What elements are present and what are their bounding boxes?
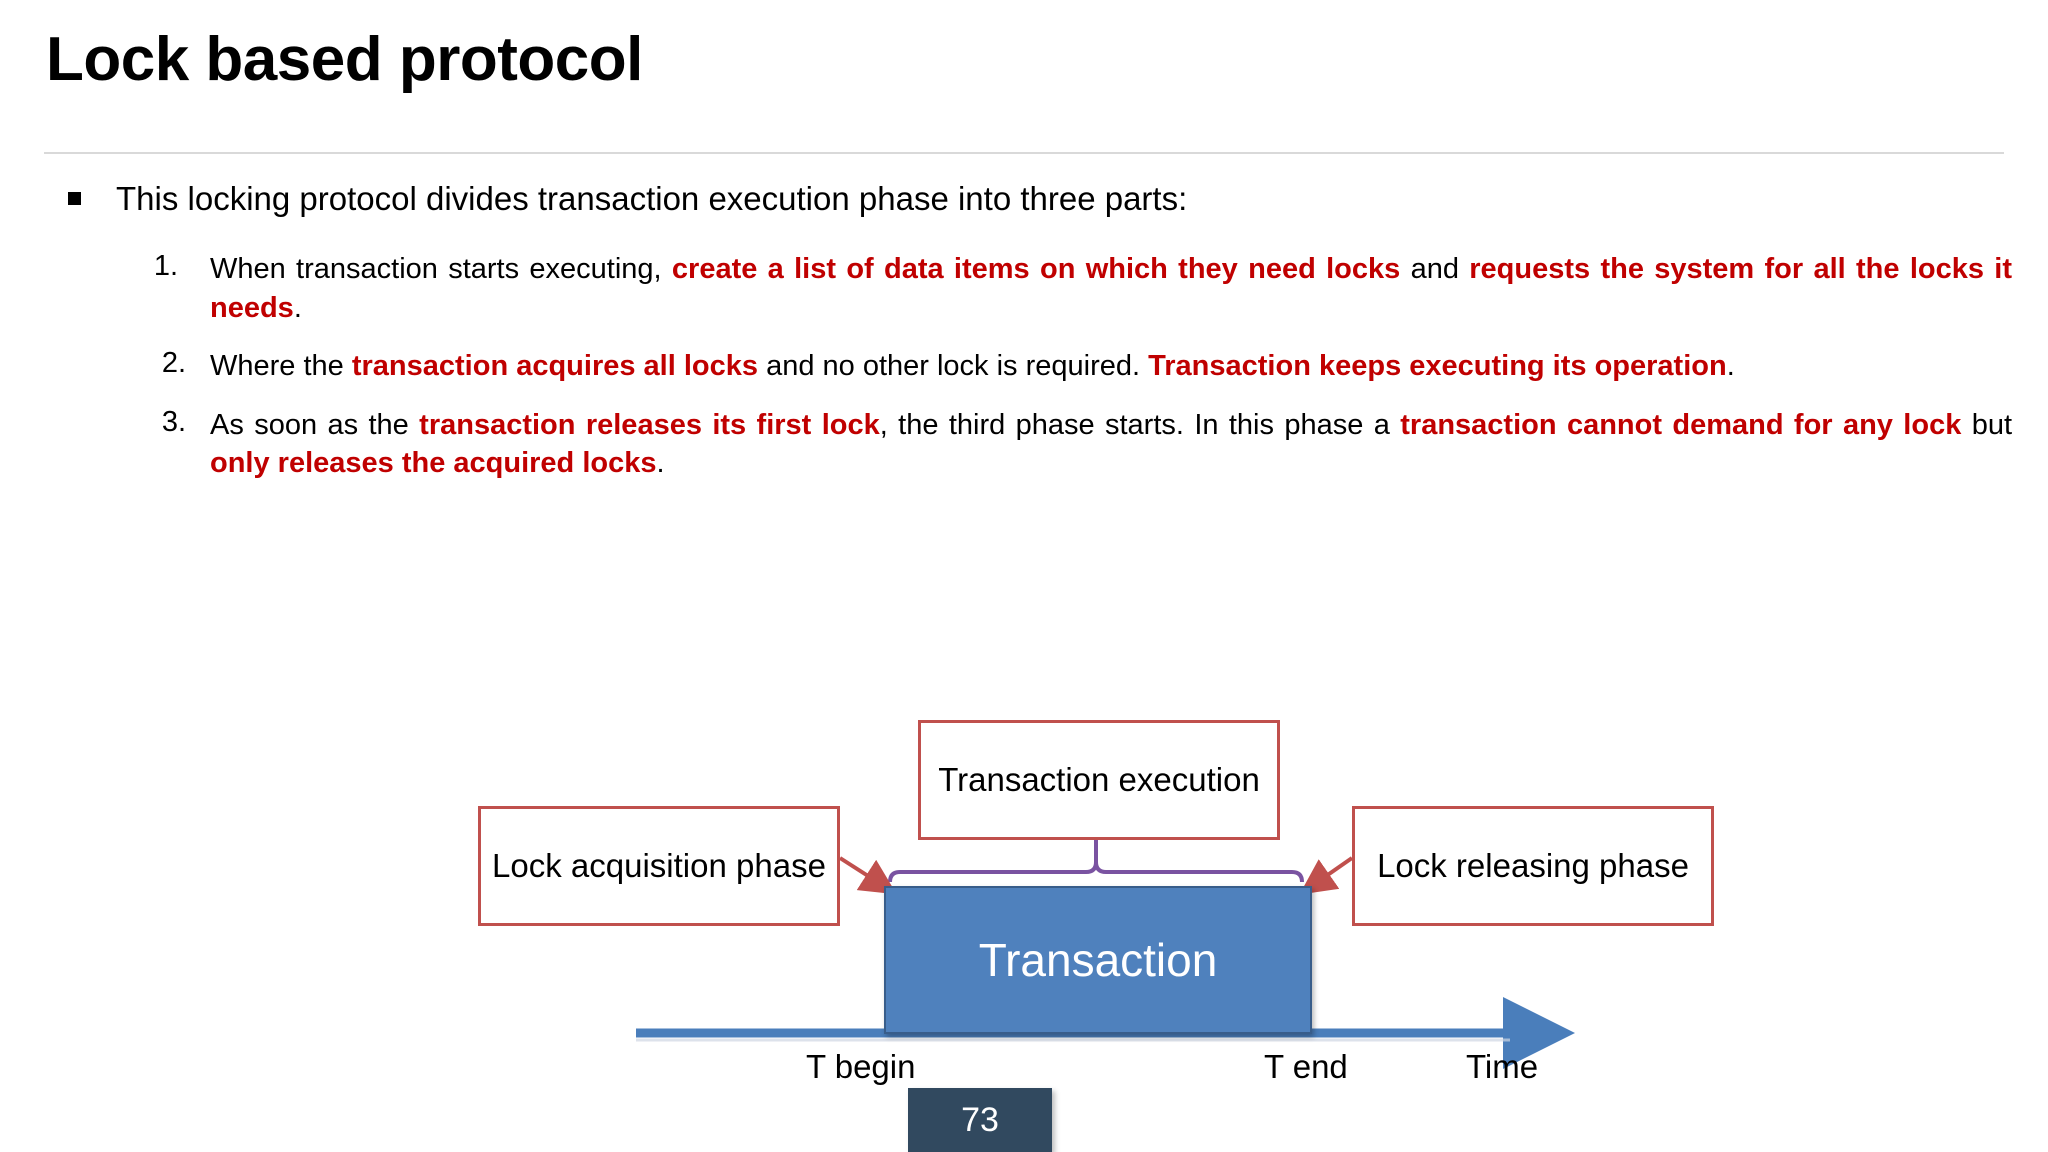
- callout-lock-releasing-phase: Lock releasing phase: [1352, 806, 1714, 926]
- axis-label-t-begin: T begin: [806, 1048, 916, 1085]
- slide-body: This locking protocol divides transactio…: [0, 178, 2048, 483]
- highlighted-run: only releases the acquired locks: [210, 447, 657, 480]
- timeline-axis: [636, 997, 1575, 1069]
- highlighted-run: Transaction keeps executing its operatio…: [1148, 350, 1727, 383]
- numbered-item-3: 3. As soon as the transaction releases i…: [0, 406, 2048, 483]
- axis-label-t-end: T end: [1264, 1048, 1348, 1085]
- plain-run: .: [656, 447, 665, 480]
- lead-bullet-row: This locking protocol divides transactio…: [0, 178, 2048, 230]
- plain-run: , the third phase starts. In this phase …: [879, 408, 1401, 441]
- numbered-item-3-text: As soon as the transaction releases its …: [210, 406, 2012, 483]
- page-title: Lock based protocol: [46, 25, 643, 94]
- plain-run: .: [293, 291, 302, 324]
- axis-label-time: Time: [1466, 1048, 1539, 1085]
- plain-run: Where the: [210, 350, 352, 383]
- plain-run: but: [1961, 408, 2013, 441]
- list-number-3: 3.: [161, 405, 186, 438]
- callout-lock-acquisition-phase: Lock acquisition phase: [478, 806, 840, 926]
- execution-brace: [888, 861, 1304, 883]
- leader-lock-acquisition: [838, 856, 897, 895]
- list-number-2: 2.: [161, 347, 186, 380]
- title-divider: [44, 152, 2004, 154]
- highlighted-run: transaction acquires all locks: [351, 350, 759, 383]
- page-number-badge: 73: [908, 1088, 1052, 1152]
- square-bullet-icon: [68, 192, 81, 205]
- plain-run: and: [1400, 253, 1470, 285]
- lead-text: This locking protocol divides transactio…: [116, 180, 1188, 217]
- highlighted-run: create a list of data items on which the…: [671, 253, 1401, 285]
- highlighted-run: transaction cannot demand for any lock: [1400, 408, 1962, 441]
- numbered-item-2: 2. Where the transaction acquires all lo…: [0, 347, 2048, 386]
- plain-run: and no other lock is required.: [758, 350, 1149, 383]
- highlighted-run: transaction releases its first lock: [419, 408, 880, 441]
- numbered-item-2-text: Where the transaction acquires all locks…: [210, 347, 2012, 386]
- plain-run: When transaction starts executing,: [210, 253, 672, 285]
- callout-transaction-execution: Transaction execution: [918, 720, 1280, 840]
- list-number-1: 1.: [153, 250, 178, 282]
- leader-lock-releasing: [1299, 856, 1354, 895]
- numbered-item-1-text: When transaction starts executing, creat…: [210, 250, 2012, 327]
- highlighted-run: requests the system for all the locks it…: [210, 253, 2012, 324]
- transaction-block: Transaction: [884, 886, 1312, 1034]
- lock-phase-diagram: Lock acquisition phase Transaction execu…: [0, 700, 2048, 1100]
- plain-run: As soon as the: [210, 408, 420, 441]
- numbered-item-1: 1. When transaction starts executing, cr…: [0, 250, 2048, 327]
- plain-run: .: [1726, 350, 1735, 383]
